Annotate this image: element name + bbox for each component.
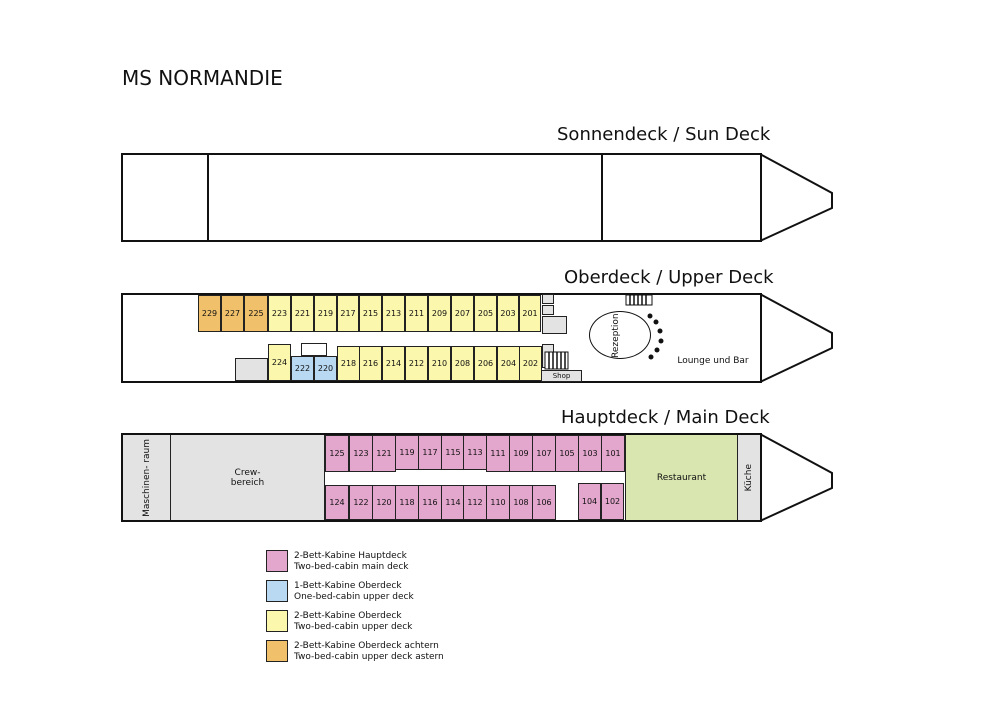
cabin-110[interactable]: 110 — [486, 485, 510, 520]
legend-label-en: One-bed-cabin upper deck — [294, 592, 414, 602]
upper-stair-landing — [301, 343, 327, 356]
legend-label-de: 2-Bett-Kabine Hauptdeck — [294, 551, 407, 561]
cabin-122[interactable]: 122 — [349, 485, 373, 520]
cabin-221[interactable]: 221 — [291, 295, 314, 332]
upper-service-block — [235, 358, 268, 381]
cabin-119[interactable]: 119 — [395, 435, 419, 470]
cabin-107[interactable]: 107 — [532, 435, 556, 472]
cabin-121[interactable]: 121 — [372, 435, 396, 472]
cabin-209[interactable]: 209 — [428, 295, 451, 332]
cabin-204[interactable]: 204 — [497, 346, 520, 381]
cabin-201[interactable]: 201 — [519, 295, 541, 332]
cabin-101[interactable]: 101 — [601, 435, 625, 472]
cabin-105[interactable]: 105 — [555, 435, 579, 472]
cabin-108[interactable]: 108 — [509, 485, 533, 520]
cabin-208[interactable]: 208 — [451, 346, 474, 381]
cabin-217[interactable]: 217 — [337, 295, 359, 332]
sun-deck-divider — [207, 153, 209, 242]
cabin-116[interactable]: 116 — [418, 485, 442, 520]
legend-label-en: Two-bed-cabin main deck — [294, 562, 409, 572]
cabin-203[interactable]: 203 — [497, 295, 519, 332]
cabin-205[interactable]: 205 — [474, 295, 497, 332]
cabin-106[interactable]: 106 — [532, 485, 556, 520]
crew-area: Crew- bereich — [171, 435, 325, 520]
cabin-220[interactable]: 220 — [314, 356, 337, 381]
cabin-210[interactable]: 210 — [428, 346, 451, 381]
upper-service-block — [542, 294, 554, 304]
legend-label-de: 2-Bett-Kabine Oberdeck achtern — [294, 641, 439, 651]
cabin-114[interactable]: 114 — [441, 485, 465, 520]
cabin-202[interactable]: 202 — [519, 346, 542, 381]
cabin-120[interactable]: 120 — [372, 485, 396, 520]
cabin-215[interactable]: 215 — [359, 295, 382, 332]
cabin-118[interactable]: 118 — [395, 485, 419, 520]
ship-name: MS NORMANDIE — [122, 66, 283, 90]
cabin-109[interactable]: 109 — [509, 435, 533, 472]
cabin-213[interactable]: 213 — [382, 295, 405, 332]
sun-deck-divider — [601, 153, 603, 242]
cabin-103[interactable]: 103 — [578, 435, 602, 472]
legend-swatch — [266, 640, 288, 662]
legend-label-de: 1-Bett-Kabine Oberdeck — [294, 581, 402, 591]
shop: Shop — [541, 370, 582, 382]
cabin-206[interactable]: 206 — [474, 346, 497, 381]
cabin-117[interactable]: 117 — [418, 435, 442, 470]
engine-room: Maschinen- raum — [123, 435, 171, 520]
cabin-207[interactable]: 207 — [451, 295, 474, 332]
cabin-124[interactable]: 124 — [325, 485, 349, 520]
sun-deck-hull — [121, 153, 762, 242]
cabin-212[interactable]: 212 — [405, 346, 428, 381]
crew-area-label: Crew- bereich — [230, 467, 265, 488]
cabin-115[interactable]: 115 — [441, 435, 465, 470]
restaurant-label: Restaurant — [656, 472, 707, 483]
cabin-211[interactable]: 211 — [405, 295, 428, 332]
kitchen-label: Küche — [744, 463, 754, 492]
cabin-113[interactable]: 113 — [463, 435, 487, 470]
cabin-111[interactable]: 111 — [486, 435, 510, 472]
cabin-218[interactable]: 218 — [337, 346, 360, 381]
legend-label-en: Two-bed-cabin upper deck — [294, 622, 413, 632]
legend-swatch — [266, 580, 288, 602]
restaurant: Restaurant — [625, 435, 737, 520]
cabin-227[interactable]: 227 — [221, 295, 244, 332]
upper-deck-title: Oberdeck / Upper Deck — [564, 267, 774, 288]
cabin-222[interactable]: 222 — [291, 356, 314, 381]
reception-label: Rezeption — [611, 313, 621, 359]
reception-desk — [589, 311, 651, 359]
sun-deck-title: Sonnendeck / Sun Deck — [557, 124, 771, 145]
cabin-104[interactable]: 104 — [578, 483, 601, 520]
cabin-229[interactable]: 229 — [198, 295, 221, 332]
lounge-label: Lounge und Bar — [677, 356, 749, 366]
cabin-223[interactable]: 223 — [268, 295, 291, 332]
legend-label-de: 2-Bett-Kabine Oberdeck — [294, 611, 402, 621]
legend-label-en: Two-bed-cabin upper deck astern — [294, 652, 444, 662]
legend-swatch — [266, 550, 288, 572]
cabin-125[interactable]: 125 — [325, 435, 349, 472]
upper-service-block — [542, 316, 567, 334]
kitchen: Küche — [737, 435, 760, 520]
cabin-123[interactable]: 123 — [349, 435, 373, 472]
cabin-214[interactable]: 214 — [382, 346, 405, 381]
main-deck-title: Hauptdeck / Main Deck — [561, 407, 770, 428]
cabin-112[interactable]: 112 — [463, 485, 487, 520]
engine-room-label: Maschinen- raum — [141, 438, 152, 517]
cabin-219[interactable]: 219 — [314, 295, 337, 332]
cabin-225[interactable]: 225 — [244, 295, 268, 332]
upper-service-block — [542, 344, 554, 368]
cabin-224[interactable]: 224 — [268, 344, 291, 381]
upper-service-block — [542, 305, 554, 315]
legend-swatch — [266, 610, 288, 632]
cabin-216[interactable]: 216 — [359, 346, 382, 381]
cabin-102[interactable]: 102 — [601, 483, 624, 520]
